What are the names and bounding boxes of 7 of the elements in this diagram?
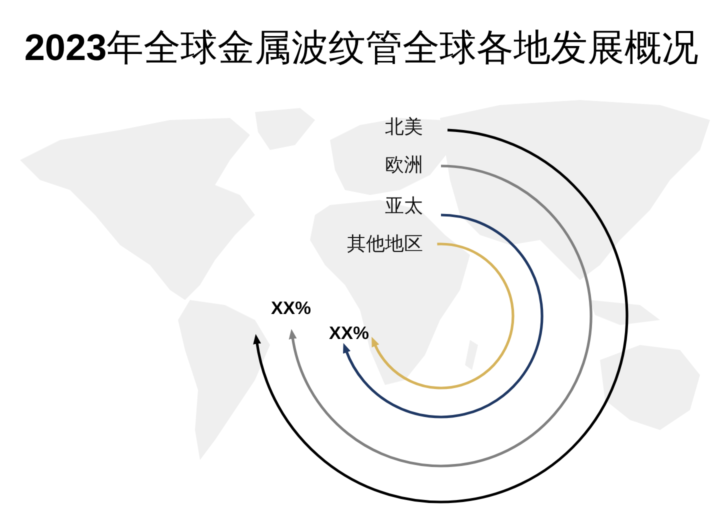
title: 2023年全球金属波纹管全球各地发展概况 bbox=[23, 26, 700, 71]
percentage-label: XX% bbox=[271, 298, 312, 318]
region-label: 北美 bbox=[385, 117, 423, 139]
region-label: 亚太 bbox=[385, 196, 423, 218]
percentage-label: XX% bbox=[329, 322, 370, 344]
region-label: 其他地区 bbox=[347, 234, 423, 256]
region-label: 欧洲 bbox=[385, 155, 423, 177]
